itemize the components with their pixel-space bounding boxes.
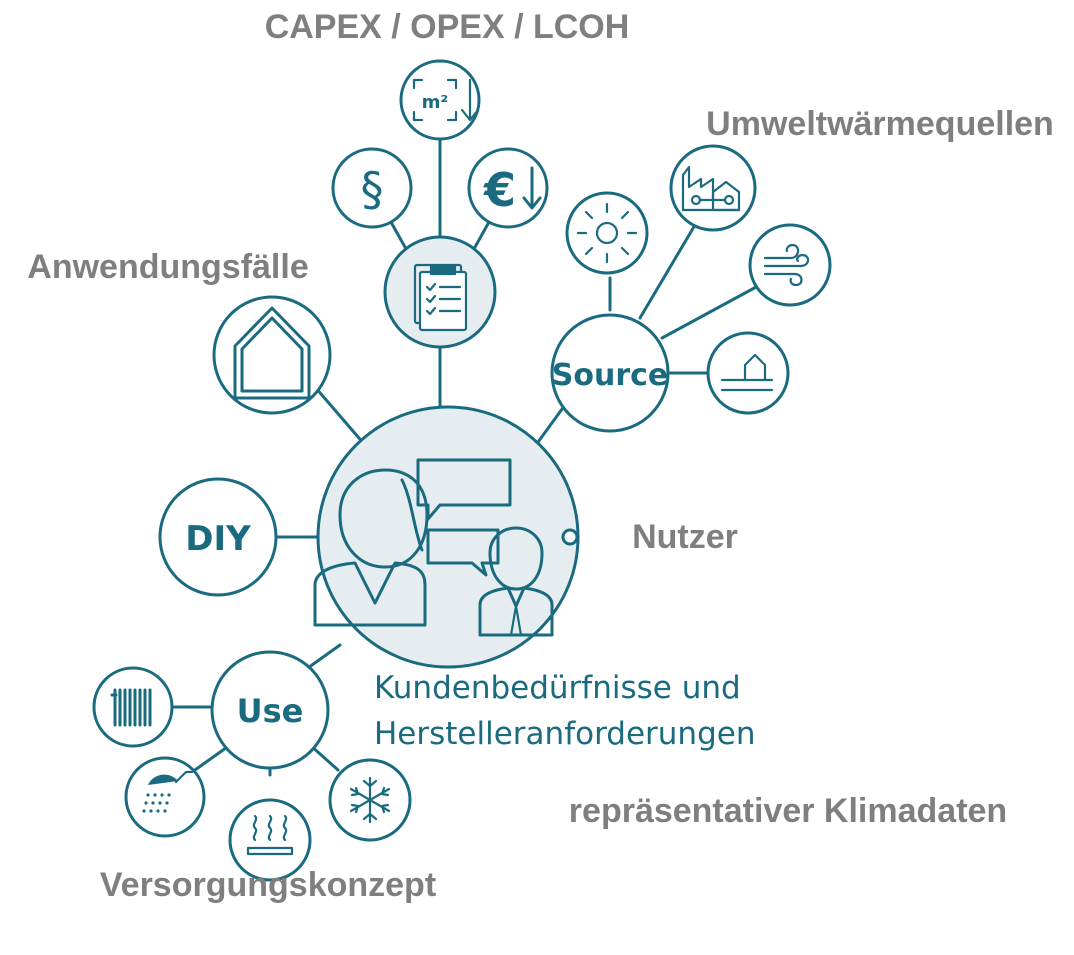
center-node [313, 405, 580, 669]
shower-icon [142, 770, 194, 813]
sun-node [565, 191, 649, 275]
area-node: m² [399, 59, 481, 141]
house-icon [233, 306, 311, 400]
area-text: m² [422, 92, 449, 113]
source-text: Source [552, 358, 669, 393]
ground-house-icon [720, 353, 774, 392]
floor-heating-node [228, 798, 312, 882]
center-caption-line2: Herstelleranforderungen [374, 716, 755, 752]
clipboard-node [383, 235, 497, 349]
use-node: Use [210, 650, 330, 770]
house-node [212, 295, 332, 415]
label-umwelt: Umweltwärmequellen [706, 105, 1054, 143]
clipboard-icon [413, 263, 468, 332]
diy-node: DIY [158, 477, 278, 597]
snowflake-icon [349, 776, 391, 824]
snowflake-node [328, 758, 412, 842]
paragraph-icon: § [361, 162, 384, 216]
paragraph-node: § [331, 147, 413, 229]
radiator-icon [110, 688, 152, 727]
nutzer-connector-dot [561, 528, 579, 546]
diy-text: DIY [185, 519, 251, 559]
label-anwendung: Anwendungsfälle [27, 248, 308, 286]
label-klima: repräsentativer Klimadaten [569, 792, 1007, 830]
factory-node [669, 144, 757, 232]
source-node: Source [550, 313, 670, 433]
label-versorgung: Versorgungskonzept [100, 866, 436, 904]
area-down-icon [412, 78, 480, 122]
center-caption-line1: Kundenbedürfnisse und [374, 670, 741, 706]
floor-heating-icon [246, 814, 294, 856]
use-text: Use [237, 692, 304, 730]
euro-down-icon: € [483, 163, 542, 217]
sun-icon [576, 202, 638, 264]
shower-node [124, 756, 206, 838]
wind-icon [763, 243, 810, 287]
people-chat-icon [313, 458, 554, 637]
euro-text: € [483, 163, 516, 217]
label-capex: CAPEX / OPEX / LCOH [265, 8, 630, 46]
label-nutzer: Nutzer [632, 518, 738, 556]
wind-node [748, 223, 832, 307]
factory-icon [681, 165, 741, 212]
radiator-node [92, 666, 174, 748]
ground-node [706, 331, 790, 415]
euro-node: € [467, 147, 549, 229]
